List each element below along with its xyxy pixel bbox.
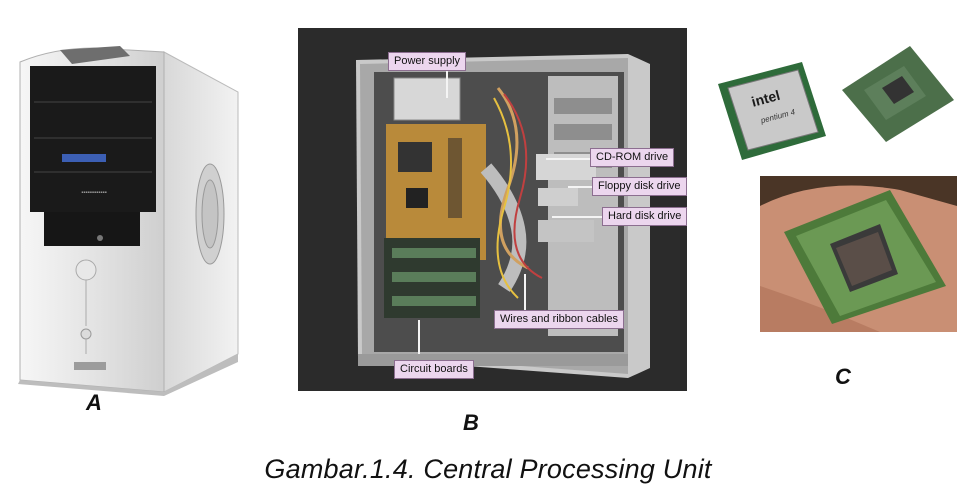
svg-text:▪▪▪▪▪▪▪▪▪▪▪▪: ▪▪▪▪▪▪▪▪▪▪▪▪ [81, 190, 107, 196]
leader-power-supply [446, 68, 448, 98]
figure-caption: Gambar.1.4. Central Processing Unit [264, 454, 712, 484]
callout-circuit-boards: Circuit boards [394, 360, 474, 379]
tower-case-image: ▪▪▪▪▪▪▪▪▪▪▪▪ [14, 44, 240, 396]
leader-cdrom [546, 158, 590, 160]
panel-label-b: B [463, 410, 479, 435]
panel-label-a: A [86, 390, 102, 415]
panel-label-c: C [835, 364, 851, 389]
callout-cdrom-drive: CD-ROM drive [590, 148, 675, 167]
processor-chips-image: intel pentium 4 [714, 40, 956, 168]
callout-floppy-disk-drive: Floppy disk drive [592, 177, 687, 196]
leader-hard-disk [552, 216, 602, 218]
leader-wires [524, 274, 526, 314]
leader-floppy [568, 186, 592, 188]
open-case-photo: Power supply CD-ROM drive Floppy disk dr… [298, 28, 687, 391]
callout-power-supply: Power supply [388, 52, 467, 71]
callout-wires-ribbon-cables: Wires and ribbon cables [494, 310, 625, 329]
processor-in-hand-image [760, 176, 957, 332]
leader-circuit-boards [418, 320, 420, 354]
callout-hard-disk-drive: Hard disk drive [602, 207, 687, 226]
chip-brand-text: intel [750, 87, 782, 110]
